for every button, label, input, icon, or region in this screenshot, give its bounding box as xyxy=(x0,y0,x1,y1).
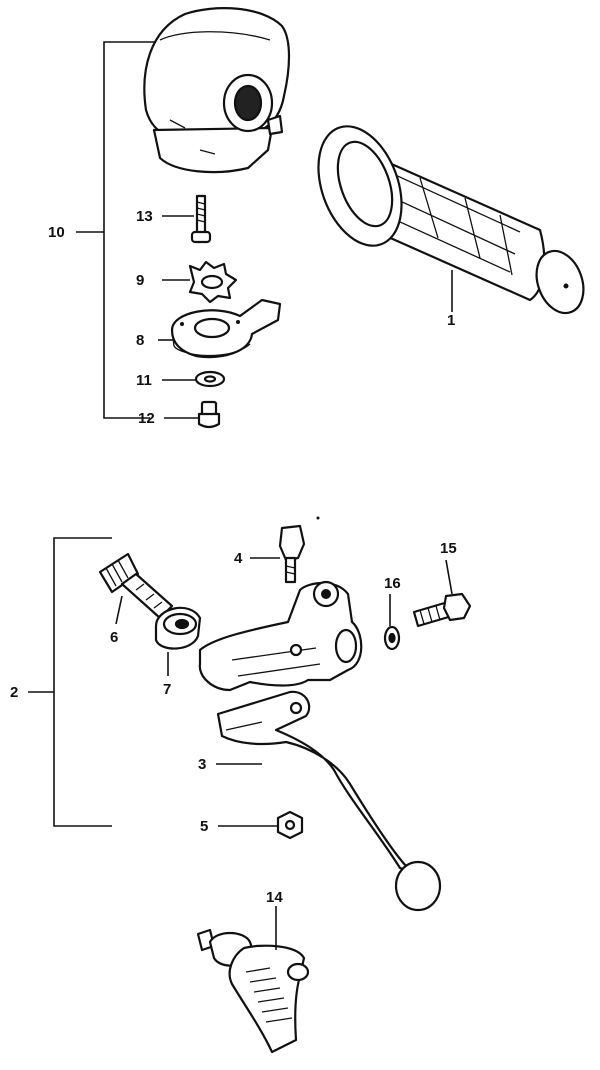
screw-drawing xyxy=(197,400,221,429)
pivot-bolt-drawing xyxy=(278,524,306,584)
holder-washer-drawing xyxy=(383,625,401,651)
label-2: 2 xyxy=(10,684,18,701)
callout-9: 16 xyxy=(384,575,401,626)
label-1: 1 xyxy=(447,312,455,329)
callout-15: 13 xyxy=(136,208,194,225)
lock-nut-drawing xyxy=(154,606,202,650)
holder-bolt-drawing xyxy=(412,592,472,628)
label-8: 15 xyxy=(440,540,457,557)
callout-7: 7 xyxy=(163,652,171,698)
bracket-group-2: 2 xyxy=(10,537,112,827)
label-11: 8 xyxy=(136,332,144,349)
nut-drawing xyxy=(276,810,304,840)
star-washer-drawing xyxy=(188,260,238,304)
label-5: 5 xyxy=(200,818,208,835)
washer-drawing xyxy=(194,370,226,388)
label-12: 9 xyxy=(136,272,144,289)
switch-drawing xyxy=(196,928,310,1054)
adjuster-drawing xyxy=(98,552,174,620)
label-4: 4 xyxy=(234,550,243,567)
label-16: 14 xyxy=(266,889,283,906)
callout-3: 3 xyxy=(198,756,262,773)
callout-4: 4 xyxy=(234,550,280,567)
callout-12: 9 xyxy=(136,272,190,289)
callout-14: 12 xyxy=(138,410,199,427)
switch-housing-drawing xyxy=(143,7,291,174)
callout-8: 15 xyxy=(440,540,457,595)
label-14: 12 xyxy=(138,410,155,427)
label-10: 10 xyxy=(48,224,65,241)
callout-16: 14 xyxy=(266,889,283,950)
bracket-group-10: 10 xyxy=(48,41,160,419)
long-screw-drawing xyxy=(190,194,212,244)
callout-6: 6 xyxy=(110,595,123,646)
callout-1: 1 xyxy=(447,270,455,329)
lever-drawing xyxy=(216,690,442,912)
label-15: 13 xyxy=(136,208,153,225)
label-13: 11 xyxy=(136,372,152,389)
stray-dot xyxy=(316,516,320,520)
callout-5: 5 xyxy=(200,818,278,835)
cam-drawing xyxy=(170,298,282,359)
lever-holder-drawing xyxy=(198,580,363,692)
grip-drawing xyxy=(317,125,585,315)
label-9: 16 xyxy=(384,575,401,592)
label-6: 6 xyxy=(110,629,118,646)
callout-13: 11 xyxy=(136,372,196,389)
label-7: 7 xyxy=(163,681,171,698)
label-3: 3 xyxy=(198,756,206,773)
callout-11: 8 xyxy=(136,332,174,349)
